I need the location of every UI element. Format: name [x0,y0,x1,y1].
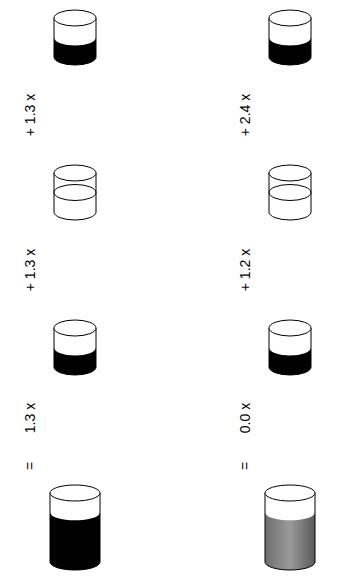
cylinder-top [269,165,311,181]
cylinder-top [50,485,100,501]
coefficient-label: + 1.2 x [237,249,253,291]
cylinder-body [265,493,315,570]
coefficient-label: 1.3 x [22,403,38,433]
cylinder-outline [265,493,315,570]
cylinder-symbol [54,10,96,65]
cylinder-top [269,320,311,336]
cylinder-symbol [50,485,100,570]
cylinder-symbol [269,320,311,375]
cylinder-top [265,485,315,501]
cylinder-filling [54,38,96,66]
cylinder-symbol [265,485,315,570]
cylinder-outline [50,493,100,570]
cylinder-top [269,10,311,26]
cylinder-symbol [54,320,96,375]
cylinder-ring [54,185,96,201]
coefficient-label: + 1.3 x [22,249,38,291]
cylinder-top [54,320,96,336]
cylinder-ring [269,185,311,201]
cylinder-filling [265,512,315,570]
cylinder-filling [269,348,311,376]
coefficient-label: 0.0 x [237,403,253,433]
equals-sign: = [237,462,253,470]
equals-sign: = [22,462,38,470]
cylinder-symbol [54,165,96,220]
cylinder-top [54,165,96,181]
coefficient-label: + 1.3 x [22,94,38,136]
cylinder-filling [50,512,100,570]
cylinder-filling [269,38,311,66]
cylinder-filling [54,348,96,376]
cylinder-body [50,493,100,570]
coefficient-label: + 2.4 x [237,94,253,136]
cylinder-symbol [269,165,311,220]
cylinder-symbol [269,10,311,65]
cylinder-top [54,10,96,26]
